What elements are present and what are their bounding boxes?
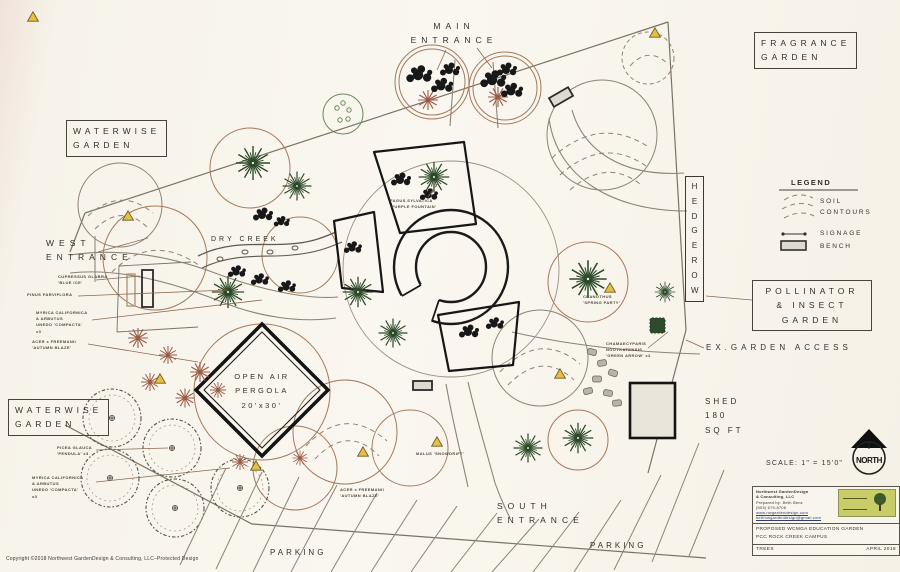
pollinator-garden-label: POLLINATOR & INSECT GARDEN xyxy=(752,280,872,332)
parking-left-label: PARKING xyxy=(270,548,327,557)
legend-signage-label: SIGNAGE xyxy=(820,230,863,237)
company-phone: (503) 679-8706 xyxy=(756,504,787,510)
company-email-link[interactable]: bethnwgardendesign@gmail.com xyxy=(756,515,822,521)
plant-label: ACER x FREEMANII 'AUTUMN BLAZE' xyxy=(32,339,77,351)
west-bed-lines xyxy=(94,236,199,333)
plant-label: MYRICA CALIFORNICA & ARBUTUS UNEDO 'COMP… xyxy=(32,475,84,499)
plant-label: CEANOTHUS 'SPRING PARTY' xyxy=(583,294,621,306)
plant-label: CUPRESSUS GLABRA 'BLUE ICE' xyxy=(58,274,108,286)
legend-bench-label: BENCH xyxy=(820,243,852,250)
waterwise-garden-bottom-label: WATERWISE GARDEN xyxy=(8,399,110,436)
ex-garden-access-label: EX.GARDEN ACCESS xyxy=(706,343,852,352)
logo-tree-icon xyxy=(874,493,886,511)
fragrance-garden-label: FRAGRANCE GARDEN xyxy=(754,32,858,69)
north-label: NORTH xyxy=(856,456,883,465)
pergola-label: OPEN AIR PERGOLA 20'x30' xyxy=(234,372,290,410)
plant-label: ACER x FREEMANII 'AUTUMN BLAZE' xyxy=(340,487,385,499)
central-plaza xyxy=(342,160,560,378)
pergola-structure xyxy=(193,321,331,459)
project-name-line1: PROPOSED WCMGA EDUCATION GARDEN xyxy=(756,527,864,533)
waterwise-garden-top-label: WATERWISE GARDEN xyxy=(66,120,168,157)
shed-label: SHED 180 SQ FT xyxy=(705,397,744,435)
legend-icons xyxy=(779,189,858,251)
company-name-line2: & Consulting, LLC xyxy=(756,494,795,500)
parking-hatch-lines xyxy=(179,442,725,572)
company-website-link[interactable]: www.nwgardendesign.com xyxy=(756,510,808,516)
company-name-line1: Northwest GardenDesign xyxy=(756,489,809,494)
gravel-stones xyxy=(582,317,666,407)
company-logo xyxy=(838,489,896,517)
bench-legend-icon xyxy=(780,240,807,251)
hedgerow-label: HEDGEROW xyxy=(685,176,704,303)
company-info: Northwest GardenDesign & Consulting, LLC… xyxy=(756,489,821,521)
prepared-by: Prepared by: Beth Benz xyxy=(756,499,803,505)
benches xyxy=(126,85,575,391)
signage-legend-icon xyxy=(781,232,807,236)
dry-creek-label: DRY CREEK xyxy=(211,236,279,243)
shrub-masses xyxy=(227,62,524,338)
west-entrance-label: WEST ENTRANCE xyxy=(46,238,133,263)
main-entrance-label: MAIN ENTRANCE xyxy=(410,21,498,46)
project-name-line2: PCC ROCK CREEK CAMPUS xyxy=(756,534,828,540)
sheet-date: APRIL 2018 xyxy=(866,547,896,553)
soil-contour-lines xyxy=(87,54,668,460)
planting-wedge-beds xyxy=(332,140,521,373)
plant-label: PINUS PARVIFLORA xyxy=(27,292,73,297)
sheet-name: TREES xyxy=(756,547,774,553)
dry-creek-lines xyxy=(197,231,343,269)
legend-contours-label: SOIL CONTOURS xyxy=(820,198,872,217)
north-arrow: NORTH xyxy=(851,429,887,475)
sheet-info-row: TREES APRIL 2018 xyxy=(753,545,899,556)
title-block-company-row: Northwest GardenDesign & Consulting, LLC… xyxy=(753,487,899,524)
plant-label: MALUS 'SNOWDRIFT' xyxy=(416,451,465,456)
project-title-row: PROPOSED WCMGA EDUCATION GARDEN PCC ROCK… xyxy=(753,524,899,545)
copyright-notice: Copyright ©2018 Northwest GardenDesign &… xyxy=(6,556,199,562)
parking-right-label: PARKING xyxy=(590,541,647,550)
plant-label: CHAMAECYPARIS NOOTKATENSIS 'GREEN ARROW'… xyxy=(606,341,651,359)
plant-label: PICEA GLAUCA 'PENDULA' x3 xyxy=(57,445,93,457)
plant-label: MYRICA CALIFORNICA & ARBUTUS UNEDO 'COMP… xyxy=(36,310,88,334)
legend-title: LEGEND xyxy=(791,178,832,187)
plant-label: FAGUS SYLVATICA 'PURPLE FOUNTAIN' xyxy=(390,198,437,210)
title-block: Northwest GardenDesign & Consulting, LLC… xyxy=(752,486,900,557)
scale-note: SCALE: 1" = 15'0" xyxy=(766,460,844,467)
shed-structure xyxy=(628,381,677,440)
logo-text-lines xyxy=(843,498,867,510)
south-entrance-label: SOUTH ENTRANCE xyxy=(497,501,584,526)
leader-lines xyxy=(77,47,753,483)
